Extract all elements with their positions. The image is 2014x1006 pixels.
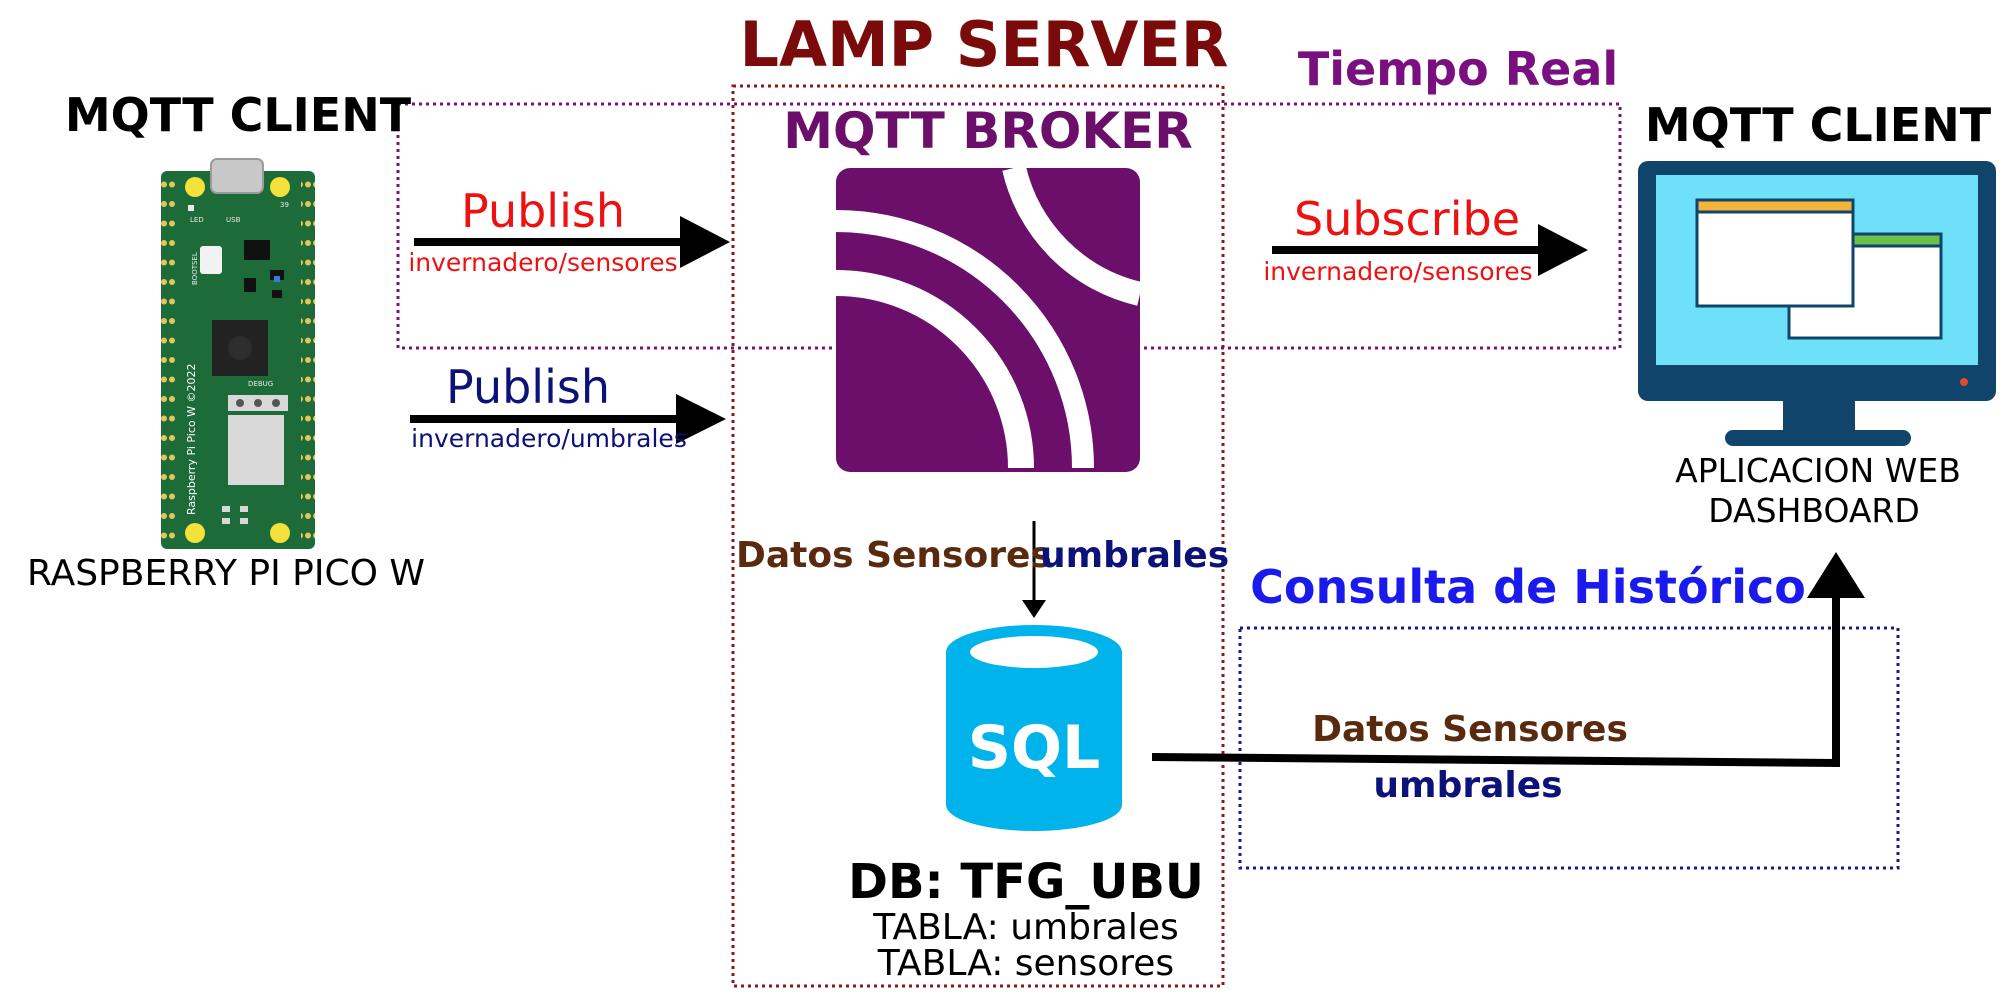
- history-query-arrow: [1151, 552, 1865, 768]
- publish-thresholds-arrow: [410, 394, 726, 444]
- board-model-label: Raspberry Pi Pico W ©2022: [185, 364, 198, 516]
- board-pin39-label: 39: [280, 201, 289, 209]
- realtime-title: Tiempo Real: [1297, 42, 1619, 96]
- board-led-label: LED: [190, 216, 204, 224]
- publish-sensors-arrow: [414, 216, 730, 268]
- db-table-umbrales: TABLA: umbrales: [873, 907, 1179, 948]
- realtime-box: [396, 102, 1622, 350]
- broker-to-db-arrow: [1022, 521, 1046, 618]
- publish-sensors-topic: invernadero/sensores: [408, 248, 678, 277]
- sql-database-icon: SQL: [946, 625, 1122, 831]
- mqtt-broker-icon: [835, 165, 1143, 472]
- broker-db-sensors-label: Datos Sensores: [736, 535, 1052, 576]
- subscribe-action: Subscribe: [1293, 192, 1521, 246]
- history-thresholds-label: umbrales: [1373, 765, 1563, 806]
- raspberry-pi-pico-w-icon: LED USB 39 DEBUG BOOTSEL Raspberry Pi Pi…: [161, 158, 315, 549]
- subscribe-topic: invernadero/sensores: [1263, 257, 1533, 286]
- board-usb-label: USB: [226, 216, 241, 224]
- lamp-server-box: [731, 84, 1225, 988]
- sql-icon-text: SQL: [968, 713, 1100, 783]
- subscribe-arrow: [1272, 224, 1588, 276]
- left-client-title: MQTT CLIENT: [64, 88, 412, 142]
- broker-title: MQTT BROKER: [783, 102, 1193, 160]
- publish-thresholds-action: Publish: [446, 360, 610, 414]
- board-debug-label: DEBUG: [248, 380, 273, 388]
- device-label: RASPBERRY PI PICO W: [27, 553, 425, 594]
- right-client-title: MQTT CLIENT: [1644, 98, 1992, 152]
- lamp-server-title: LAMP SERVER: [739, 8, 1229, 81]
- history-box: [1238, 626, 1900, 870]
- app-label-line2: DASHBOARD: [1708, 491, 1920, 530]
- db-table-sensores: TABLA: sensores: [877, 943, 1175, 984]
- app-label-line1: APLICACION WEB: [1675, 451, 1961, 490]
- monitor-icon: [1638, 161, 1996, 446]
- db-name: DB: TFG_UBU: [848, 854, 1204, 910]
- board-bootsel-label: BOOTSEL: [191, 252, 199, 285]
- history-title: Consulta de Histórico: [1250, 560, 1806, 614]
- broker-db-thresholds-label: umbrales: [1040, 535, 1230, 576]
- publish-thresholds-topic: invernadero/umbrales: [411, 424, 687, 453]
- history-sensors-label: Datos Sensores: [1312, 709, 1628, 750]
- publish-sensors-action: Publish: [461, 184, 625, 238]
